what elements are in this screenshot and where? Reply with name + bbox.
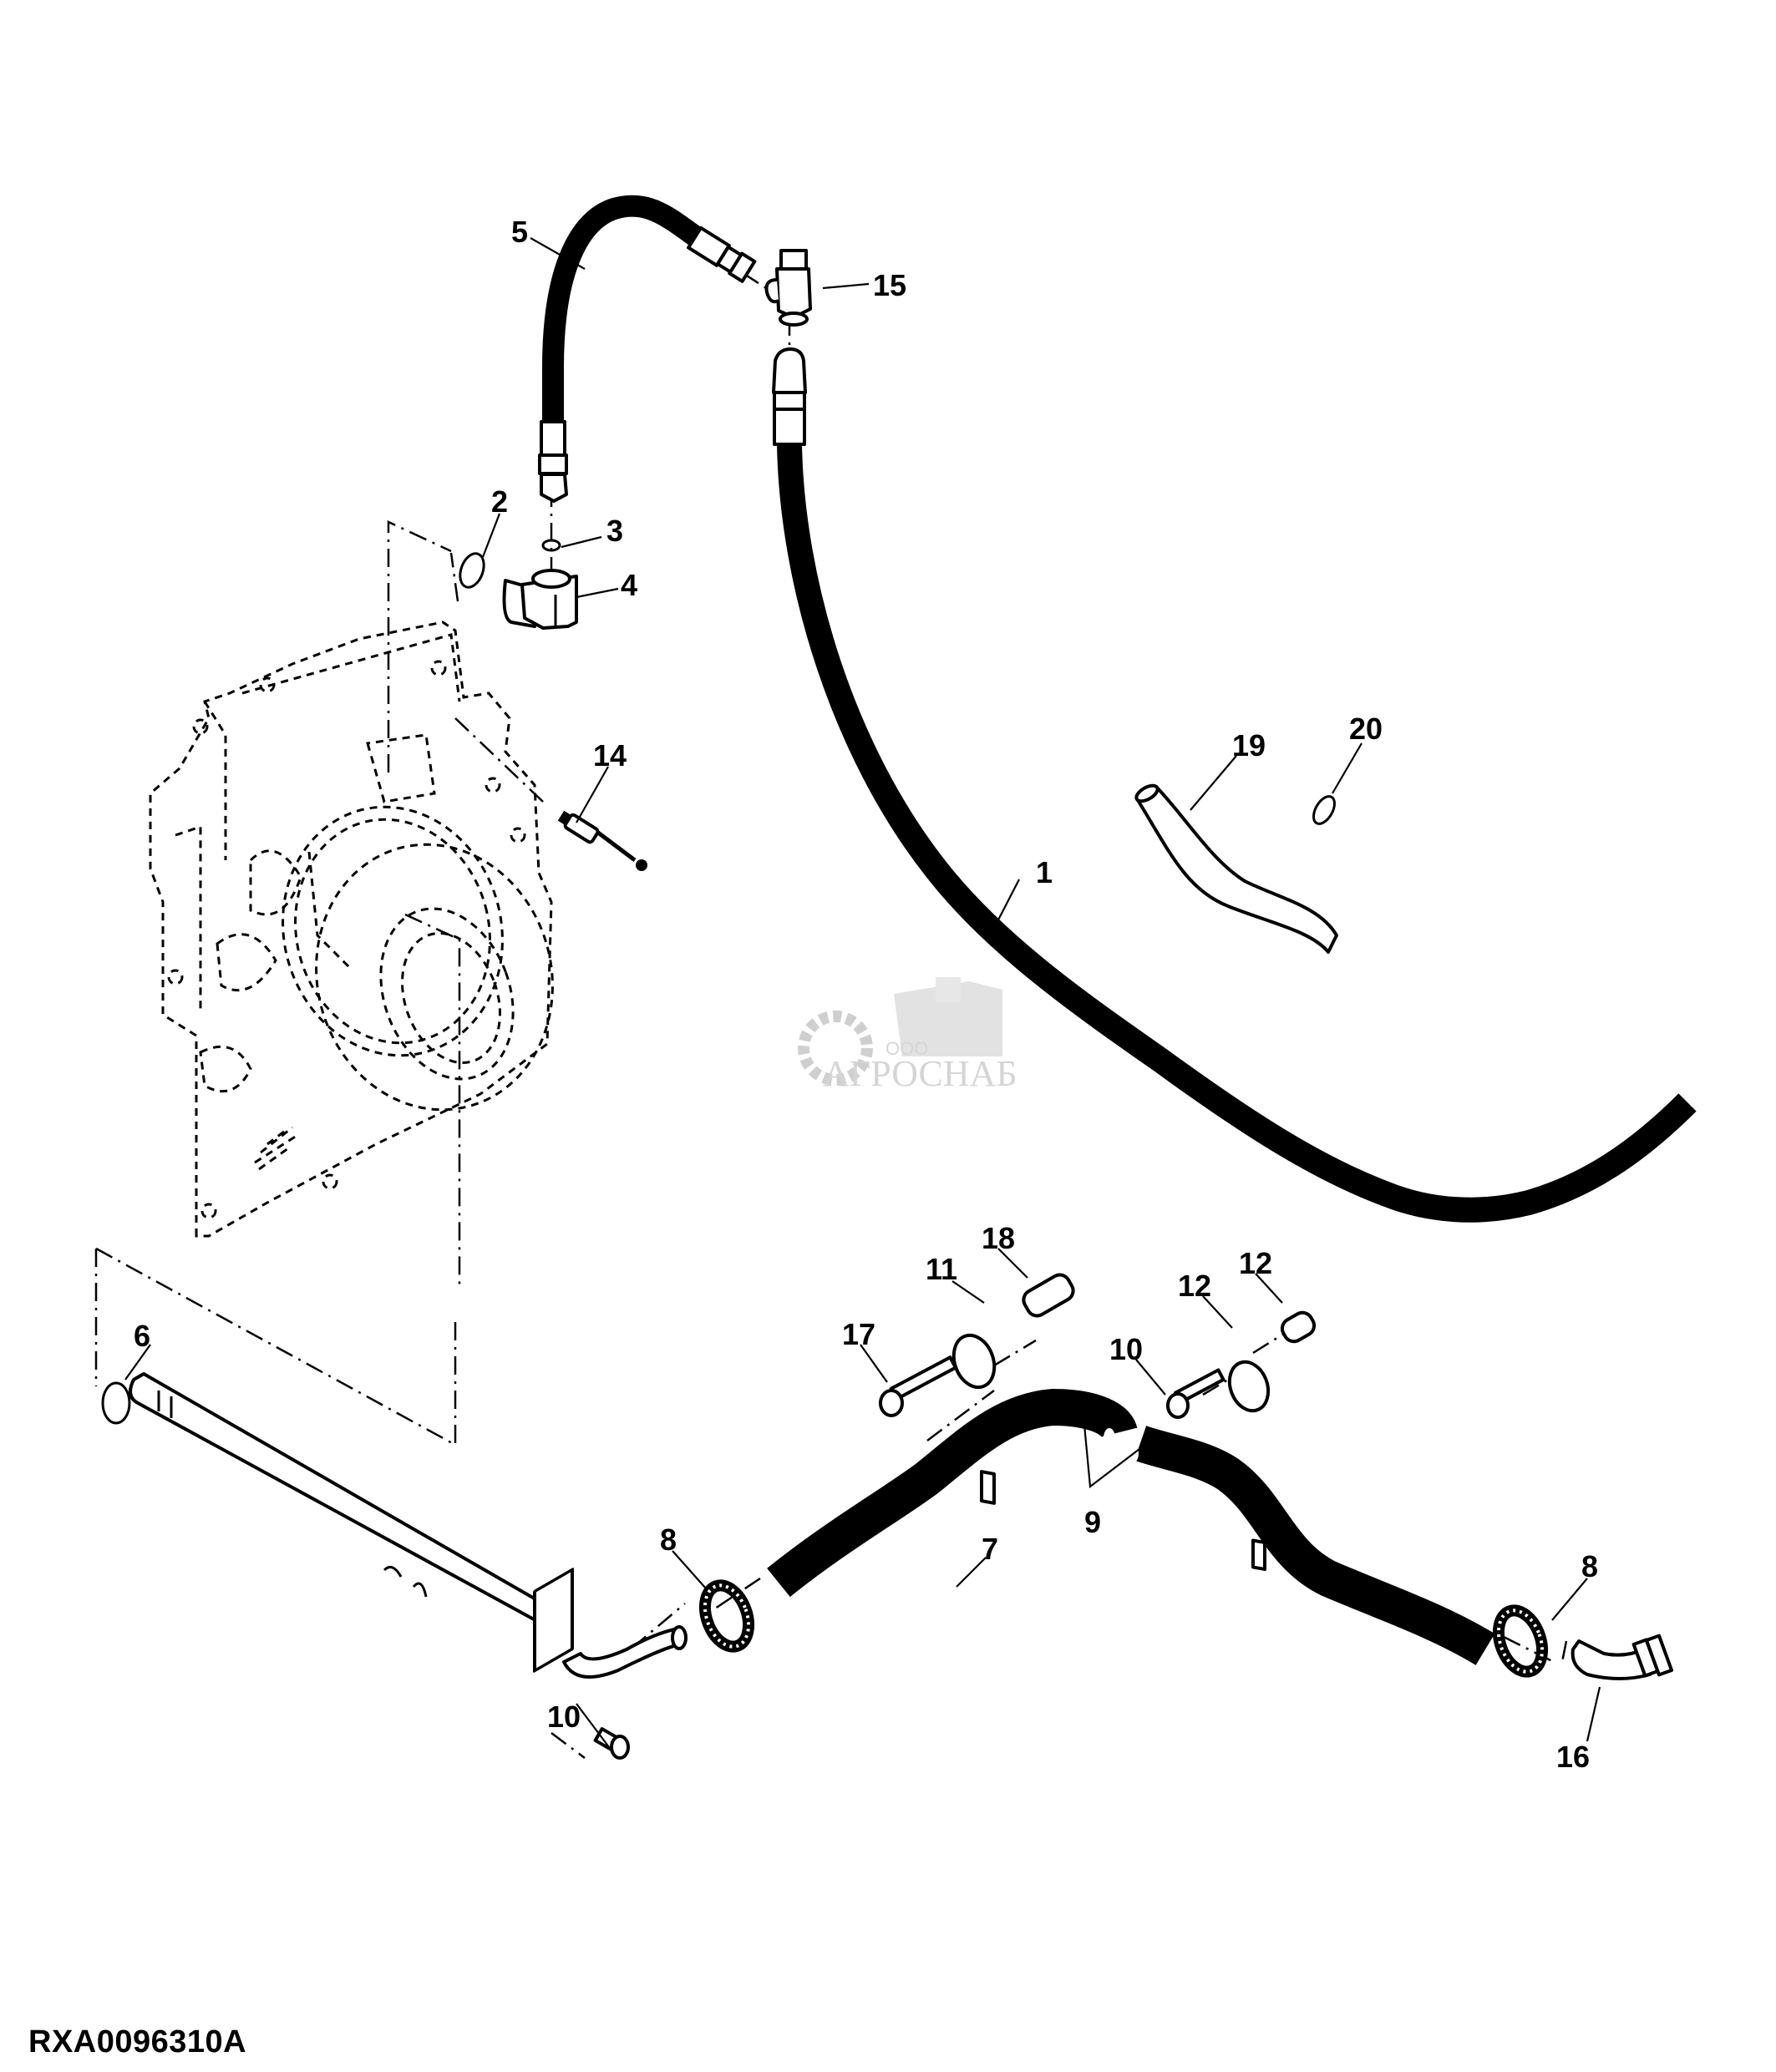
callout-2[interactable]: 2 bbox=[491, 484, 508, 519]
callout-15[interactable]: 15 bbox=[873, 268, 906, 302]
cap-screw-10[interactable] bbox=[593, 1727, 630, 1760]
callout-12-right[interactable]: 12 bbox=[1178, 1269, 1211, 1303]
clamp-12-left[interactable] bbox=[946, 1330, 1001, 1505]
callout-16[interactable]: 16 bbox=[1556, 1740, 1590, 1774]
callout-1[interactable]: 1 bbox=[1036, 855, 1053, 889]
clamp-12-right[interactable] bbox=[1223, 1356, 1275, 1571]
callout-14[interactable]: 14 bbox=[593, 738, 627, 773]
leader-lines bbox=[124, 237, 1601, 1755]
hose-9[interactable] bbox=[767, 1388, 1495, 1665]
callout-20[interactable]: 20 bbox=[1349, 712, 1383, 746]
callout-8-right[interactable]: 8 bbox=[1581, 1549, 1598, 1583]
gear-icon bbox=[798, 1011, 873, 1086]
elbow-fitting-16[interactable] bbox=[1570, 1634, 1674, 1680]
callout-9[interactable]: 9 bbox=[1084, 1505, 1101, 1539]
watermark-brand: АГРОСНАБ bbox=[823, 1053, 1017, 1094]
callout-13[interactable]: 12 bbox=[1239, 1246, 1272, 1280]
hose-clamp-8-right[interactable] bbox=[1490, 1604, 1550, 1678]
figure-code: RXA0096310A bbox=[28, 2024, 247, 2059]
transmission-housing-reference bbox=[149, 621, 554, 1238]
callout-5[interactable]: 5 bbox=[511, 215, 528, 249]
tube-7[interactable] bbox=[129, 1372, 688, 1679]
callout-19[interactable]: 19 bbox=[1232, 728, 1266, 762]
callout-18[interactable]: 18 bbox=[982, 1221, 1015, 1255]
agrosnab-watermark: ООО АГРОСНАБ bbox=[798, 977, 1017, 1094]
tee-fitting-15[interactable] bbox=[764, 249, 812, 327]
hose-clamp-8-left[interactable] bbox=[697, 1579, 756, 1653]
sensor-14[interactable] bbox=[557, 809, 647, 871]
callout-17[interactable]: 17 bbox=[842, 1317, 875, 1351]
watermark-prefix: ООО bbox=[885, 1038, 928, 1059]
callout-6[interactable]: 6 bbox=[134, 1319, 150, 1353]
hose-1[interactable] bbox=[772, 347, 1697, 1223]
callouts: 5 15 2 3 4 14 1 19 20 17 11 18 10 12 12 … bbox=[134, 215, 1598, 1774]
cap-screw-11[interactable] bbox=[1166, 1368, 1225, 1419]
callout-8-left[interactable]: 8 bbox=[660, 1522, 677, 1557]
callout-12-left[interactable]: 11 bbox=[926, 1252, 957, 1286]
elbow-fitting-4[interactable] bbox=[502, 569, 578, 630]
callout-3[interactable]: 3 bbox=[606, 514, 623, 548]
o-ring-6[interactable] bbox=[101, 1381, 131, 1425]
spacer-18[interactable] bbox=[1020, 1271, 1077, 1320]
callout-4[interactable]: 4 bbox=[621, 568, 637, 602]
spacer-13[interactable] bbox=[1279, 1309, 1318, 1345]
clamp-20[interactable] bbox=[1309, 793, 1338, 827]
callout-11[interactable]: 10 bbox=[1109, 1332, 1143, 1366]
hose-19[interactable] bbox=[1134, 783, 1338, 954]
combine-harvester-icon bbox=[894, 977, 1002, 1056]
o-ring-2[interactable] bbox=[456, 550, 489, 590]
callout-10[interactable]: 10 bbox=[547, 1700, 581, 1734]
callout-7[interactable]: 7 bbox=[982, 1532, 998, 1566]
o-ring-3[interactable] bbox=[541, 539, 561, 552]
cap-screw-17[interactable] bbox=[879, 1355, 957, 1417]
hose-5[interactable] bbox=[538, 195, 757, 503]
